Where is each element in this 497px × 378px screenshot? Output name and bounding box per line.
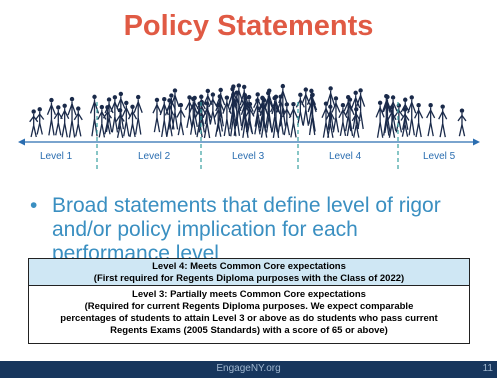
level-3-note-line-2: percentages of students to attain Level … [60, 313, 438, 324]
performance-level-figure: Level 1 Level 2 Level 3 Level 4 Level 5 [18, 83, 480, 170]
stick-figure-icon [97, 104, 107, 138]
stick-figure-icon [438, 104, 448, 138]
page-number: 11 [482, 363, 493, 374]
stick-figure-icon [278, 83, 288, 127]
level-3-heading: Level 3: Partially meets Common Core exp… [132, 289, 366, 300]
level-3-note-line-1: (Required for current Regents Diploma pu… [84, 301, 414, 312]
stick-figure-icon [60, 103, 70, 138]
stick-figure-icon [29, 109, 39, 138]
stick-figure-icon [203, 88, 213, 125]
stick-figure-icon [89, 94, 100, 137]
axis-left-arrow-icon [18, 138, 25, 146]
bullet-text: Broad statements that define level of ri… [52, 194, 441, 265]
footer-bar: EngageNY.org 11 [0, 361, 497, 378]
bullet-dot-icon: • [30, 194, 38, 217]
level-4-note: (First required for Regents Diploma purp… [93, 273, 405, 284]
stick-figure-icon [295, 92, 305, 126]
stick-figure-icon [343, 95, 353, 132]
stick-figure-icon [234, 83, 244, 127]
stick-figure-icon [133, 94, 143, 135]
stick-figure-icon [116, 91, 126, 130]
stick-figure-icon [152, 97, 162, 133]
stick-figure-icon [407, 95, 417, 136]
level-4-box: Level 4: Meets Common Core expectations … [28, 258, 470, 286]
stick-figure-icon [127, 104, 138, 138]
stick-figure-icon [159, 97, 169, 138]
level-3-label: Level 3 [232, 151, 265, 162]
level-3-note-line-3: Regents Exams (2005 Standards) with a sc… [110, 325, 388, 336]
stick-figure-icon [208, 92, 218, 125]
stick-figure-icon [67, 96, 77, 138]
stick-figure-icon [457, 108, 467, 137]
stick-figure-icon [257, 95, 267, 128]
stick-figure-icon [244, 94, 254, 133]
stick-figure-icon [53, 105, 63, 136]
stick-figure-icon [176, 102, 186, 136]
stick-figure-icon [170, 88, 180, 130]
stick-figure-icon [301, 87, 311, 126]
level-4-label: Level 4 [329, 151, 362, 162]
stick-figure-icon [331, 96, 341, 133]
stick-figure-icon [288, 102, 299, 138]
stick-figure-icon [104, 97, 114, 133]
stick-figure-icon [426, 102, 436, 137]
stick-figure-icon [338, 103, 348, 137]
stick-figure-icon [253, 92, 263, 127]
stick-figure-icon [306, 88, 317, 125]
stick-figure-icon [375, 100, 385, 138]
stick-figure-icon [263, 90, 273, 128]
slide-title: Policy Statements [123, 10, 374, 42]
stick-figure-icon [232, 90, 242, 136]
stick-figure-icon [121, 100, 131, 137]
axis-right-arrow-icon [473, 138, 480, 146]
stick-figure-icon [110, 95, 120, 133]
level-3-box: Level 3: Partially meets Common Core exp… [28, 286, 470, 344]
stick-figure-crowd [29, 83, 467, 139]
stick-figure-icon [216, 87, 226, 127]
level-4-heading: Level 4: Meets Common Core expectations [152, 261, 346, 272]
stick-figure-icon [73, 106, 83, 137]
level-2-label: Level 2 [138, 151, 171, 162]
stick-figure-icon [326, 86, 336, 130]
level-5-label: Level 5 [423, 151, 456, 162]
level-1-label: Level 1 [40, 151, 73, 162]
stick-figure-icon [355, 88, 366, 130]
stick-figure-icon [222, 95, 232, 137]
stick-figure-icon [388, 95, 398, 131]
stick-figure-icon [35, 107, 45, 135]
stick-figure-icon [400, 97, 410, 130]
stick-figure-icon [240, 93, 250, 128]
stick-figure-icon [414, 103, 424, 138]
stick-figure-icon [46, 97, 57, 136]
stick-figure-icon [190, 95, 200, 128]
footer-text: EngageNY.org [216, 363, 281, 374]
